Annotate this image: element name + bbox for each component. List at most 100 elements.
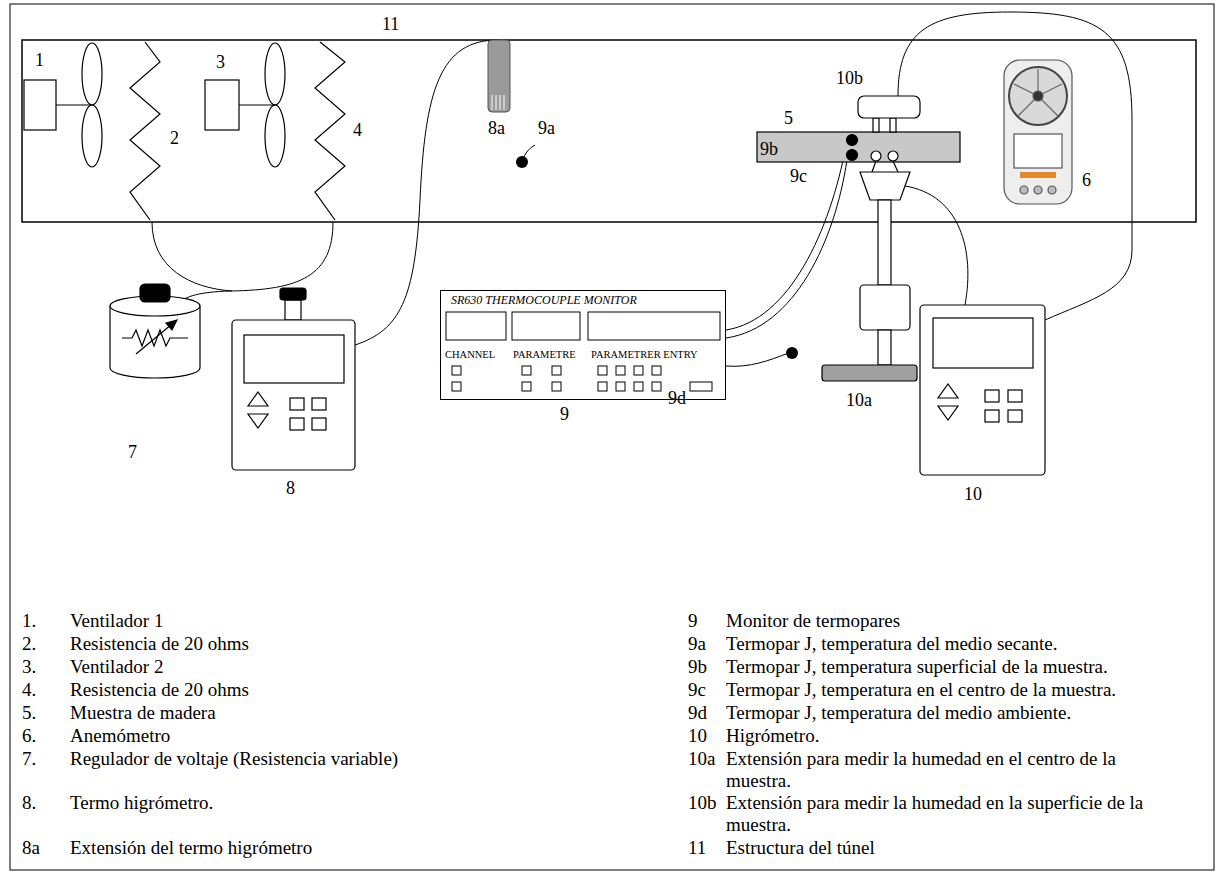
key-number: 8. (22, 792, 36, 814)
key-text: Estructura del túnel (726, 837, 1204, 859)
key-text: Muestra de madera (70, 702, 630, 724)
hygrometer (933, 318, 1033, 368)
wood-sample (757, 132, 960, 162)
center-probe-stand (893, 161, 898, 172)
key-number: 10 (688, 725, 707, 747)
monitor-panel (512, 312, 580, 340)
callout-number: 11 (382, 14, 399, 34)
hygrometer-probe (496, 95, 497, 110)
hygrometer-probe (488, 40, 510, 112)
key-number: 9 (688, 610, 698, 632)
thermocouple-dot (516, 156, 528, 168)
wire (726, 160, 847, 338)
key-number: 6. (22, 725, 36, 747)
callout-number: 1 (35, 50, 44, 70)
anemometer-icon (1034, 186, 1042, 194)
key-text: Higrómetro. (726, 725, 1204, 747)
resistor-symbol (130, 42, 160, 220)
thermo-hygrometer (248, 414, 268, 428)
callout-number: 9 (560, 404, 569, 424)
key-number: 11 (688, 837, 706, 859)
wood-sample (871, 151, 881, 161)
surface-probe (890, 118, 896, 132)
callout-number: 6 (1082, 170, 1091, 190)
wire (178, 222, 333, 304)
callout-number: 10a (846, 390, 872, 410)
monitor-panel (588, 312, 720, 340)
key-text: Resistencia de 20 ohms (70, 679, 630, 701)
wire (905, 186, 968, 305)
key-text: Extensión para medir la humedad en la su… (726, 792, 1171, 836)
anemometer-icon (1033, 91, 1043, 101)
center-probe-stand (860, 285, 910, 330)
monitor-panel (452, 366, 461, 375)
fan-symbol (24, 80, 56, 130)
monitor-panel (522, 382, 531, 391)
callout-number: 10b (836, 68, 863, 88)
key-text: Termopar J, temperatura del medio secant… (726, 633, 1204, 655)
callout-number: 3 (216, 52, 225, 72)
monitor-panel (652, 382, 661, 391)
wire (726, 146, 846, 330)
fan-symbol (82, 43, 102, 105)
thermo-hygrometer (280, 288, 306, 300)
hygrometer (985, 410, 999, 422)
monitor-panel (598, 366, 607, 375)
monitor-panel (446, 312, 720, 391)
key-number: 2. (22, 633, 36, 655)
thermocouple-monitor: SR630 THERMOCOUPLE MONITORCHANNELPARAMET… (440, 290, 726, 400)
key-number: 3. (22, 656, 36, 678)
thermo-hygrometer (290, 418, 304, 430)
key-number: 10a (688, 748, 715, 770)
key-number: 9b (688, 656, 707, 678)
hygrometer (938, 406, 958, 420)
monitor-panel (616, 382, 625, 391)
thermo-hygrometer (244, 335, 344, 383)
fan-symbol (239, 104, 275, 105)
monitor-panel (616, 366, 625, 375)
fan-symbol (24, 43, 102, 167)
wood-sample (847, 135, 858, 146)
hygrometer (1008, 410, 1022, 422)
wire (152, 222, 232, 291)
thermo-hygrometer (232, 288, 355, 470)
resistor-symbol (315, 42, 345, 220)
wood-sample (888, 151, 898, 161)
callout-number: 2 (170, 128, 179, 148)
thermocouple-dot (786, 347, 798, 359)
monitor-panel (598, 382, 607, 391)
key-text: Regulador de voltaje (Resistencia variab… (70, 748, 630, 770)
fan-symbol (265, 105, 285, 167)
center-probe-stand (860, 172, 910, 200)
surface-probe (873, 118, 879, 132)
surface-probe (858, 96, 920, 118)
thermo-hygrometer (290, 398, 304, 410)
hygrometer-probe (500, 95, 501, 110)
key-text: Termopar J, temperatura en el centro de … (726, 679, 1204, 701)
key-number: 9d (688, 702, 707, 724)
callout-number: 5 (784, 108, 793, 128)
center-probe-stand (878, 200, 891, 285)
thermo-hygrometer (312, 398, 326, 410)
key-text: Ventilador 1 (70, 610, 630, 632)
key-number: 1. (22, 610, 36, 632)
surface-probe (858, 96, 920, 132)
callout-number: 9b (760, 139, 778, 159)
callout-number: 9a (538, 118, 555, 138)
monitor-panel (634, 382, 643, 391)
wire (726, 354, 786, 366)
key-text: Resistencia de 20 ohms (70, 633, 630, 655)
hygrometer-probe (492, 95, 493, 110)
callout-number: 9c (790, 166, 807, 186)
hygrometer (920, 305, 1045, 475)
monitor-panel (522, 366, 531, 375)
key-number: 4. (22, 679, 36, 701)
wire (898, 12, 1132, 320)
hygrometer (985, 390, 999, 402)
monitor-panel (552, 382, 561, 391)
hygrometer (920, 305, 1045, 475)
key-text: Anemómetro (70, 725, 630, 747)
monitor-panel (652, 366, 661, 375)
fan-symbol (82, 105, 102, 167)
hygrometer (1008, 390, 1022, 402)
